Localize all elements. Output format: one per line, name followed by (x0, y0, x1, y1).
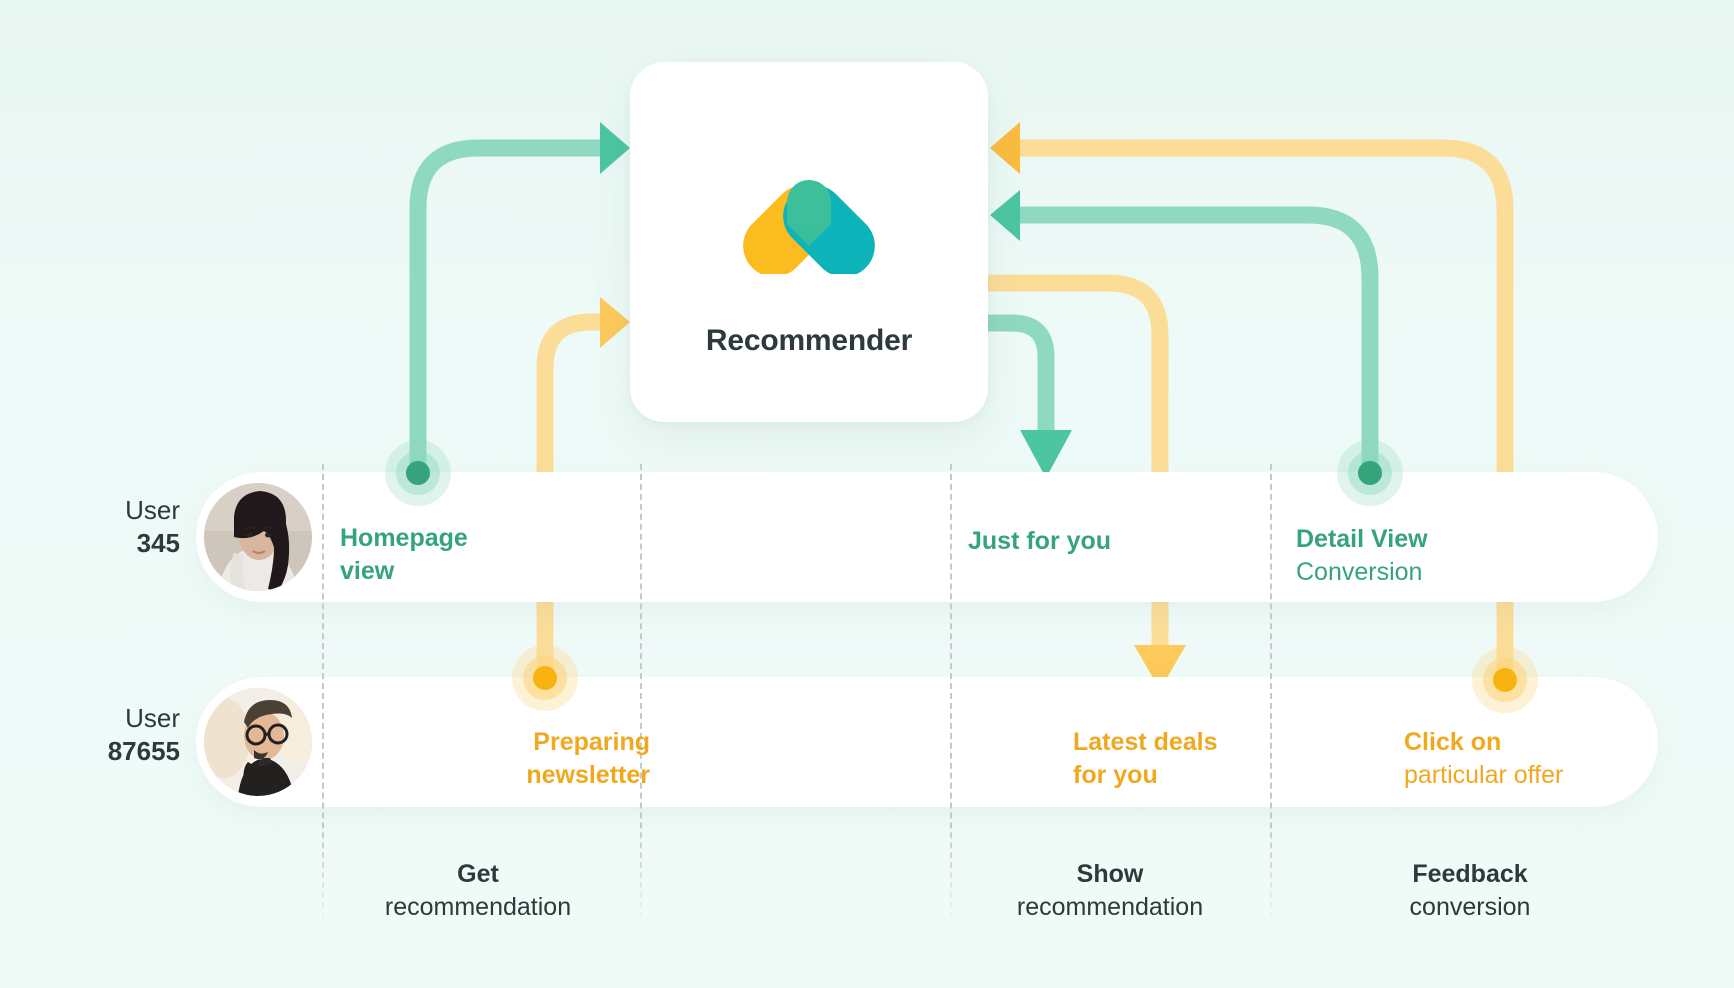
recommender-logo (743, 180, 875, 274)
event-detail-view-main: Detail View (1296, 525, 1428, 553)
user-87655-label-line1: User (125, 703, 180, 733)
event-preparing-newsletter-sub: newsletter (526, 760, 650, 789)
avatar-user-87655 (204, 688, 312, 796)
event-click-on-offer-sub: particular offer (1404, 760, 1564, 789)
phase-get-recommendation-sub: recommendation (384, 892, 572, 921)
event-detail-view: Detail View Conversion (1296, 523, 1428, 588)
event-latest-deals-sub: for you (1073, 760, 1158, 789)
event-homepage-view-main: Homepage (340, 524, 468, 552)
event-just-for-you: Just for you (968, 525, 1111, 558)
user-87655-label: User 87655 (60, 702, 180, 767)
user-row-87655[interactable] (196, 677, 1658, 807)
flow-homepage-to-recommender (409, 122, 630, 473)
event-click-on-offer-main: Click on (1404, 728, 1502, 756)
column-divider-4 (1270, 464, 1272, 928)
phase-show-recommendation: Show recommendation (950, 858, 1270, 923)
recommender-card[interactable]: Recommender (630, 62, 988, 422)
avatar-user-345 (204, 483, 312, 591)
event-detail-view-sub: Conversion (1296, 557, 1423, 586)
flow-click-to-recommender (990, 122, 1514, 680)
avatar-user-345-image (204, 483, 312, 591)
phase-get-recommendation-main: Get (457, 860, 499, 888)
event-homepage-view: Homepage view (340, 522, 468, 587)
event-preparing-newsletter: Preparing newsletter (470, 726, 650, 791)
user-345-label-line1: User (125, 495, 180, 525)
event-homepage-view-sub: view (340, 556, 395, 585)
flow-newsletter-to-recommender (536, 297, 630, 678)
column-divider-3 (950, 464, 952, 928)
column-divider-2 (640, 464, 642, 928)
phase-show-recommendation-sub: recommendation (1016, 892, 1204, 921)
event-preparing-newsletter-main: Preparing (533, 728, 650, 756)
phase-show-recommendation-main: Show (1076, 860, 1144, 888)
event-just-for-you-main: Just for you (968, 527, 1112, 555)
phase-get-recommendation: Get recommendation (318, 858, 638, 923)
column-divider-1 (322, 464, 324, 928)
event-click-on-offer: Click on particular offer (1404, 726, 1563, 791)
flow-recommender-to-latestdeals (988, 274, 1186, 690)
phase-feedback-conversion-main: Feedback (1412, 860, 1528, 888)
flow-recommender-to-justforyou (988, 314, 1072, 478)
user-87655-label-line2: 87655 (107, 735, 180, 766)
avatar-user-87655-image (204, 688, 312, 796)
user-345-label: User 345 (60, 494, 180, 559)
user-345-label-line2: 345 (136, 527, 180, 558)
phase-feedback-conversion-sub: conversion (1409, 892, 1531, 921)
phase-feedback-conversion: Feedback conversion (1310, 858, 1630, 923)
event-latest-deals-main: Latest deals (1073, 728, 1218, 756)
recommender-title: Recommender (705, 324, 913, 357)
user-row-345[interactable] (196, 472, 1658, 602)
event-latest-deals: Latest deals for you (1073, 726, 1218, 791)
flow-detail-to-recommender (990, 190, 1379, 473)
